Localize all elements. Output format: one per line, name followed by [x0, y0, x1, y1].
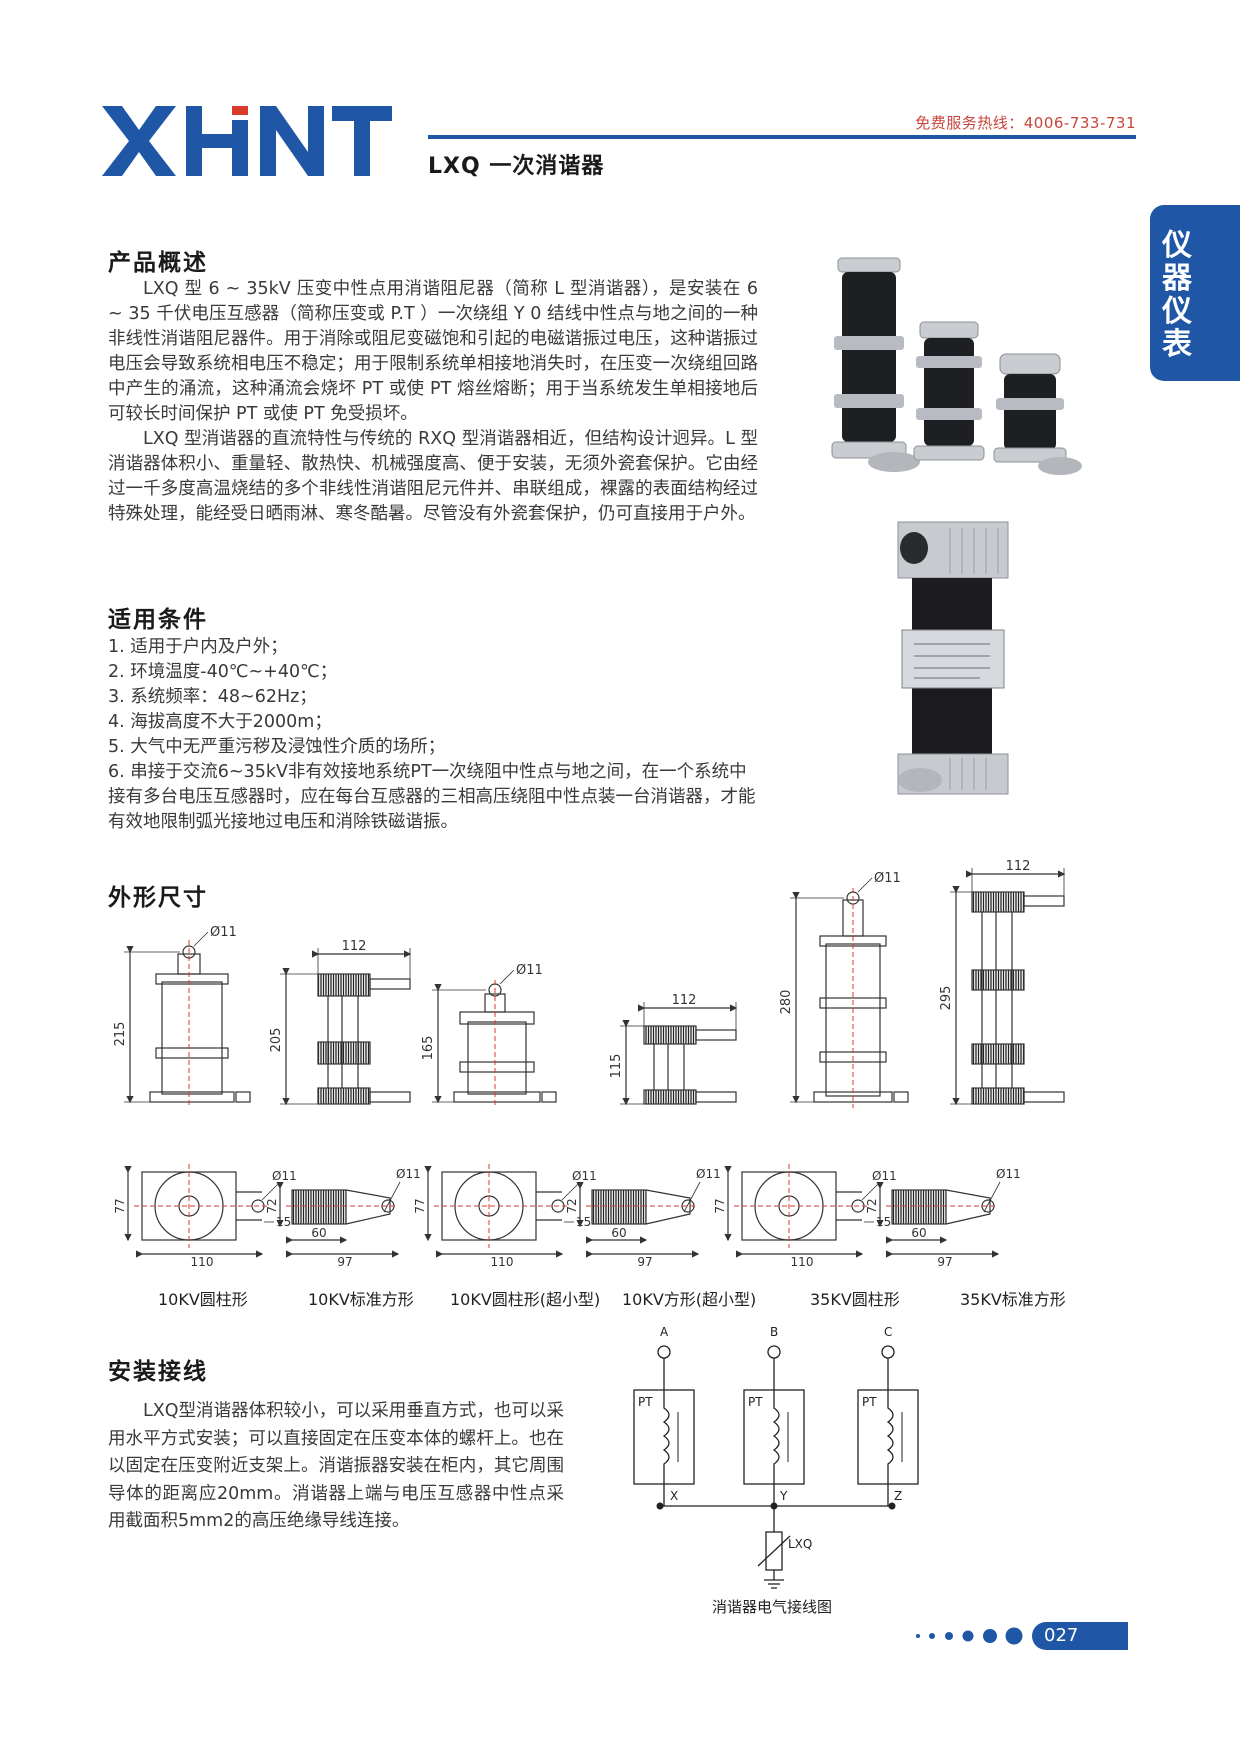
- dim-hole-label: Ø11: [872, 1169, 897, 1183]
- overview-heading: 产品概述: [108, 250, 208, 276]
- dim-60: 60: [911, 1226, 926, 1240]
- caption-10kv-cylindrical: 10KV圆柱形: [158, 1290, 248, 1309]
- phase-label: B: [770, 1325, 778, 1339]
- condition-item: 3. 系统频率：48~62Hz；: [108, 687, 317, 707]
- wiring-caption: 消谐器电气接线图: [712, 1598, 833, 1616]
- pt-label: PT: [748, 1395, 763, 1409]
- dim-15: 15: [276, 1215, 291, 1229]
- dim-width-label: 112: [672, 993, 697, 1008]
- installation-text: LXQ型消谐器体积较小，可以采用垂直方式，也可以采用水平方式安装；可以直接固定在…: [108, 1398, 564, 1536]
- dim-77: 77: [713, 1198, 727, 1213]
- dim-hole-label: Ø11: [874, 871, 901, 886]
- neutral-label: Y: [779, 1489, 788, 1503]
- overview-text: LXQ 型 6 ~ 35kV 压变中性点用消谐阻尼器（简称 L 型消谐器），是安…: [108, 277, 758, 527]
- condition-item: 5. 大气中无严重污秽及浸蚀性介质的场所；: [108, 737, 446, 757]
- neutral-label: X: [670, 1489, 678, 1503]
- dim-hole-label: Ø11: [396, 1167, 421, 1181]
- dim-77: 77: [413, 1198, 427, 1213]
- dim-97: 97: [637, 1255, 652, 1269]
- brand-logo: [102, 106, 392, 176]
- caption-10kv-square-mini: 10KV方形(超小型): [622, 1290, 757, 1309]
- dim-15: 15: [576, 1215, 591, 1229]
- dim-hole-label: Ø11: [996, 1167, 1021, 1181]
- dimension-drawings: Ø11 Ø11 Ø11 112 112 112 215 205 165 115 …: [113, 859, 1066, 1269]
- dim-width-label: 112: [342, 939, 367, 954]
- pt-label: PT: [638, 1395, 653, 1409]
- dim-77: 77: [113, 1198, 127, 1213]
- device-label: LXQ: [788, 1537, 812, 1551]
- condition-item: 1. 适用于户内及户外；: [108, 637, 288, 657]
- neutral-label: Z: [894, 1489, 902, 1503]
- dim-97: 97: [937, 1255, 952, 1269]
- dim-60: 60: [611, 1226, 626, 1240]
- installation-paragraph: LXQ型消谐器体积较小，可以采用垂直方式，也可以采用水平方式安装；可以直接固定在…: [108, 1401, 564, 1531]
- condition-item: 6. 串接于交流6~35kV非有效接地系统PT一次绕阻中性点与地之间，在一个系统…: [108, 762, 756, 832]
- caption-35kv-square: 35KV标准方形: [960, 1290, 1066, 1309]
- dim-height-label: 165: [421, 1036, 436, 1061]
- page-number: 027: [1032, 1622, 1128, 1650]
- phase-label: C: [884, 1325, 892, 1339]
- phase-label: A: [660, 1325, 669, 1339]
- dim-97: 97: [337, 1255, 352, 1269]
- conditions-list: 1. 适用于户内及户外； 2. 环境温度-40℃~+40℃； 3. 系统频率：4…: [108, 635, 758, 835]
- dim-hole-label: Ø11: [272, 1169, 297, 1183]
- caption-35kv-cylindrical: 35KV圆柱形: [810, 1290, 900, 1309]
- condition-item: 4. 海拔高度不大于2000m；: [108, 712, 332, 732]
- dim-height-label: 115: [609, 1054, 624, 1079]
- dim-height-label: 205: [269, 1028, 284, 1053]
- dim-hole-label: Ø11: [210, 925, 237, 940]
- dim-60: 60: [311, 1226, 326, 1240]
- caption-10kv-square: 10KV标准方形: [308, 1290, 414, 1309]
- category-tab-label: 仪器仪表: [1162, 228, 1192, 362]
- dim-hole-label: Ø11: [696, 1167, 721, 1181]
- category-tab[interactable]: 仪器仪表: [1150, 205, 1240, 381]
- dim-72: 72: [865, 1198, 879, 1213]
- dim-height-label: 280: [779, 990, 794, 1015]
- product-photo-square: [897, 521, 1009, 795]
- dim-height-label: 295: [939, 986, 954, 1011]
- footer-dots: [916, 1627, 1023, 1645]
- dim-height-label: 215: [113, 1022, 128, 1047]
- dim-15: 15: [876, 1215, 891, 1229]
- product-photo-cylindrical: [831, 257, 1082, 475]
- overview-paragraph: LXQ 型 6 ~ 35kV 压变中性点用消谐阻尼器（简称 L 型消谐器），是安…: [108, 279, 758, 424]
- pt-label: PT: [862, 1395, 877, 1409]
- wiring-diagram: A B C PT PT PT X Y Z LXQ: [633, 1325, 919, 1589]
- installation-heading: 安装接线: [108, 1359, 208, 1385]
- dim-72: 72: [565, 1198, 579, 1213]
- conditions-heading: 适用条件: [108, 607, 208, 633]
- dim-110: 110: [191, 1255, 214, 1269]
- dim-110: 110: [791, 1255, 814, 1269]
- dim-72: 72: [265, 1198, 279, 1213]
- overview-paragraph: LXQ 型消谐器的直流特性与传统的 RXQ 型消谐器相近，但结构设计迥异。L 型…: [108, 429, 758, 524]
- service-hotline: 免费服务热线：4006-733-731: [915, 114, 1136, 132]
- dim-hole-label: Ø11: [572, 1169, 597, 1183]
- caption-10kv-cylindrical-mini: 10KV圆柱形(超小型): [450, 1290, 601, 1309]
- header-rule: [428, 135, 1136, 139]
- product-title: LXQ 一次消谐器: [428, 154, 605, 179]
- condition-item: 2. 环境温度-40℃~+40℃；: [108, 662, 338, 682]
- dimensions-heading: 外形尺寸: [108, 885, 208, 911]
- dim-hole-label: Ø11: [516, 963, 543, 978]
- dim-width-label: 112: [1006, 859, 1031, 874]
- dim-110: 110: [491, 1255, 514, 1269]
